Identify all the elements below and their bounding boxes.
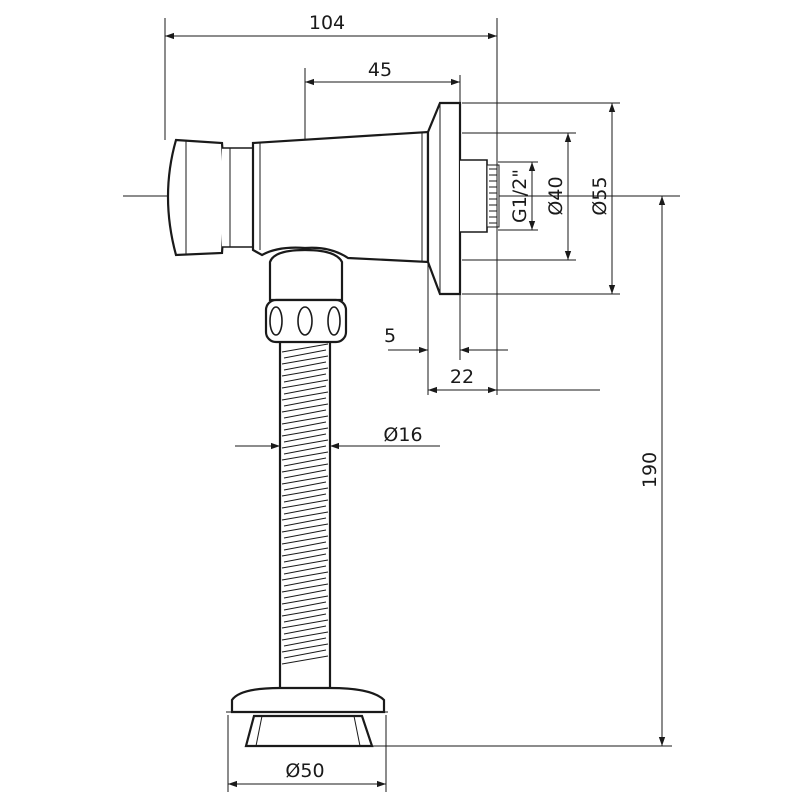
dimension-overall-length: 104	[164, 12, 498, 395]
flexible-hose	[278, 342, 332, 688]
dim-label-190: 190	[639, 452, 661, 488]
dimension-base-diameter: Ø50	[227, 715, 387, 792]
dim-label-104: 104	[309, 12, 345, 34]
hose-nut	[264, 248, 348, 344]
dim-label-o16: Ø16	[383, 424, 422, 446]
dim-label-22: 22	[450, 366, 474, 388]
valve-body	[251, 130, 430, 264]
dim-label-o55: Ø55	[589, 176, 611, 215]
dimension-thread-size: G1/2"	[498, 161, 538, 231]
wall-flange	[426, 101, 500, 296]
dim-label-5: 5	[384, 325, 396, 347]
dimension-hose-diameter: Ø16	[235, 424, 440, 450]
dim-label-thread: G1/2"	[509, 169, 531, 223]
dimension-total-height: 190	[372, 196, 672, 747]
dimension-inlet-diameter: Ø40	[462, 132, 576, 261]
dim-label-o50: Ø50	[285, 760, 324, 782]
dimension-axis-to-flange: 45	[305, 59, 461, 103]
base-rosette	[226, 686, 388, 748]
dim-label-o40: Ø40	[545, 176, 567, 215]
push-button	[166, 138, 254, 257]
dimension-flange-gap: 5	[384, 262, 508, 395]
dim-label-45: 45	[368, 59, 392, 81]
dimension-flange-depth: 22	[428, 366, 600, 394]
dimension-flange-diameter: Ø55	[462, 102, 620, 295]
